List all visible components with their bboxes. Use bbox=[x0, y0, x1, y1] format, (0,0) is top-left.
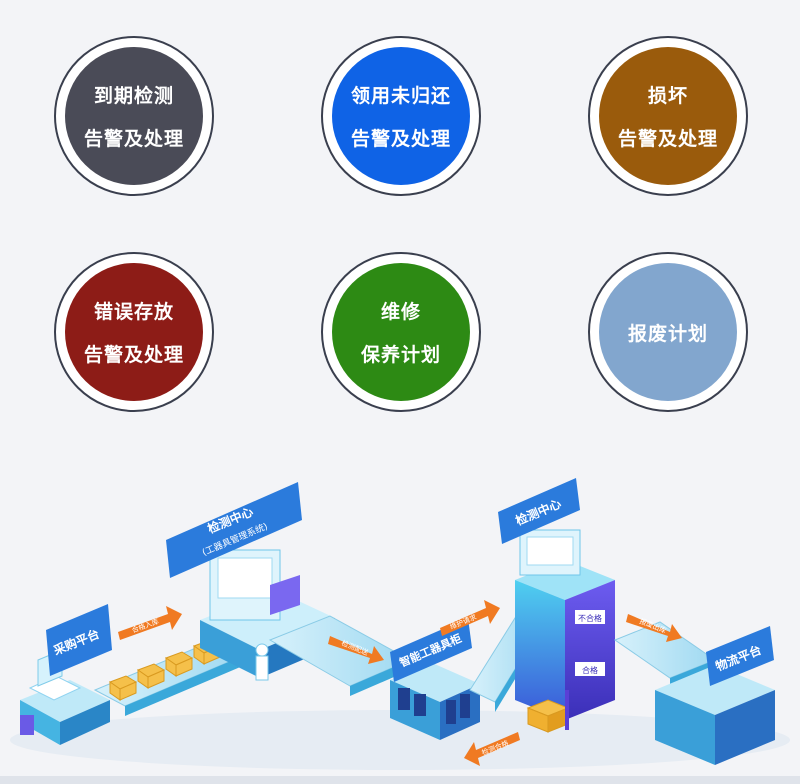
purchase-platform-station bbox=[20, 649, 110, 745]
tile-damaged: 损坏 告警及处理 bbox=[588, 36, 748, 196]
tag-qualified: 合格 bbox=[582, 665, 598, 675]
tile-line2: 告警及处理 bbox=[83, 128, 184, 150]
bottom-bar bbox=[0, 776, 800, 784]
cargo-cart bbox=[526, 690, 570, 733]
cargo-boxes bbox=[108, 639, 222, 701]
tile-line1: 损坏 bbox=[647, 85, 688, 107]
tile-misplaced-disc: 错误存放 告警及处理 bbox=[65, 263, 203, 401]
tile-line1: 报废计划 bbox=[627, 322, 708, 345]
label-purchase-platform: 采购平台 bbox=[46, 604, 112, 676]
tile-line1: 错误存放 bbox=[93, 301, 174, 323]
tile-line2: 告警及处理 bbox=[617, 128, 718, 150]
arrow-inbound: 合格入库 bbox=[118, 606, 182, 640]
workflow-illustration: 不合格 合格 采购平台 检测中心 (工器具管理系统) 检测中心 智能工器具柜 bbox=[10, 478, 790, 770]
tag-unqualified: 不合格 bbox=[578, 613, 602, 623]
tile-not-returned: 领用未归还 告警及处理 bbox=[321, 36, 481, 196]
tile-scrap-plan: 报废计划 bbox=[588, 252, 748, 412]
tile-line1: 领用未归还 bbox=[350, 85, 451, 107]
ground-shadow bbox=[10, 710, 790, 770]
tile-line2: 告警及处理 bbox=[83, 344, 184, 366]
tile-line1: 到期检测 bbox=[93, 85, 174, 107]
tile-not-returned-disc: 领用未归还 告警及处理 bbox=[332, 47, 470, 185]
tile-expiry-inspection-disc: 到期检测 告警及处理 bbox=[65, 47, 203, 185]
arrow-inbound-label: 合格入库 bbox=[130, 617, 159, 635]
logistics-platform-station bbox=[655, 665, 775, 765]
tile-line2: 告警及处理 bbox=[350, 128, 451, 150]
tile-damaged-disc: 损坏 告警及处理 bbox=[599, 47, 737, 185]
arrow-maintenance: 维护请求 bbox=[440, 600, 500, 636]
inspection-center-2-station: 不合格 合格 bbox=[515, 529, 615, 720]
tile-misplaced: 错误存放 告警及处理 bbox=[54, 252, 214, 412]
tile-expiry-inspection: 到期检测 告警及处理 bbox=[54, 36, 214, 196]
tile-scrap-plan-disc: 报废计划 bbox=[599, 263, 737, 401]
tile-maintenance-disc: 维修 保养计划 bbox=[332, 263, 470, 401]
tile-line2: 保养计划 bbox=[360, 344, 441, 366]
tile-line1: 维修 bbox=[380, 301, 421, 323]
tile-maintenance: 维修 保养计划 bbox=[321, 252, 481, 412]
